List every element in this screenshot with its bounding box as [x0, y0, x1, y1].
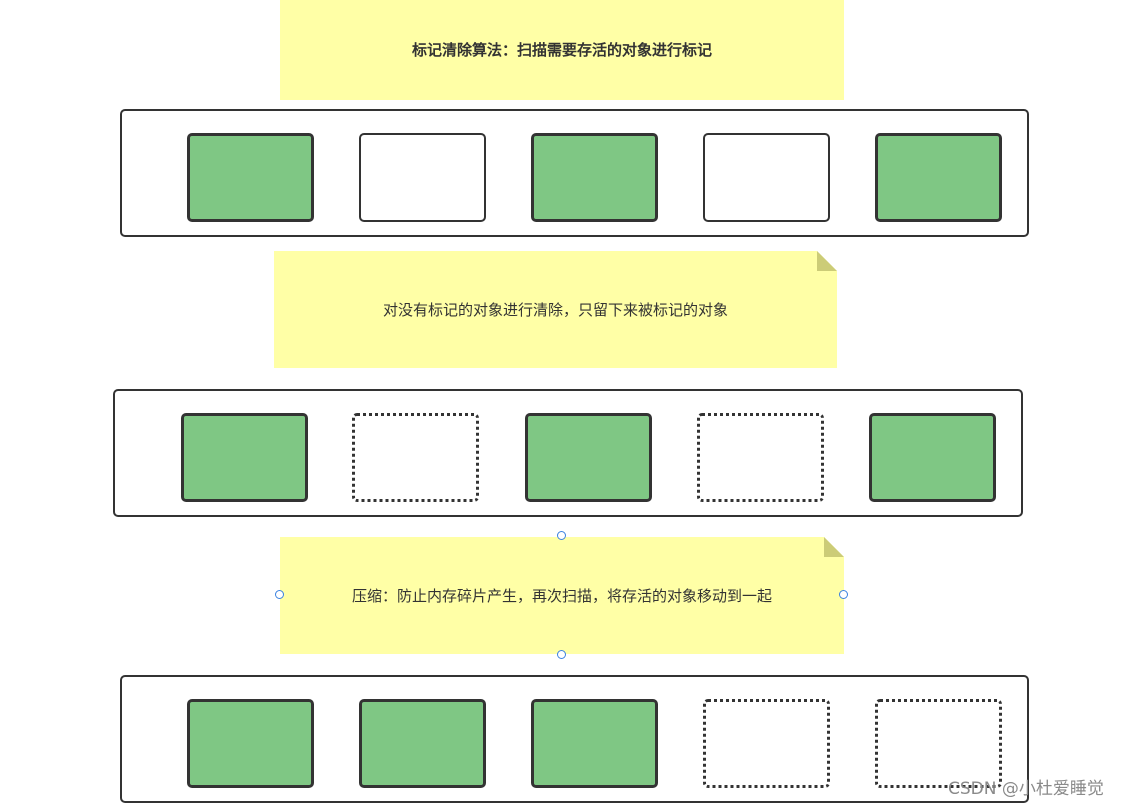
note-fold-corner-icon — [817, 251, 837, 271]
memory-block-live[interactable] — [187, 699, 314, 788]
memory-block-live[interactable] — [187, 133, 314, 222]
memory-row-sweep[interactable] — [113, 389, 1023, 517]
note-text: 标记清除算法：扫描需要存活的对象进行标记 — [411, 40, 712, 59]
memory-block-freed[interactable] — [875, 699, 1002, 788]
memory-block-freed[interactable] — [697, 413, 824, 502]
memory-block-live[interactable] — [869, 413, 996, 502]
memory-block-unmarked[interactable] — [359, 133, 486, 222]
resize-handle-bottom[interactable] — [557, 650, 566, 659]
memory-block-unmarked[interactable] — [703, 133, 830, 222]
note-compact-description[interactable]: 压缩：防止内存碎片产生，再次扫描，将存活的对象移动到一起 — [280, 537, 844, 654]
note-text: 对没有标记的对象进行清除，只留下来被标记的对象 — [382, 301, 728, 319]
memory-row-mark[interactable] — [120, 109, 1029, 237]
memory-block-freed[interactable] — [352, 413, 479, 502]
memory-block-live[interactable] — [359, 699, 486, 788]
memory-block-live[interactable] — [525, 413, 652, 502]
memory-block-live[interactable] — [181, 413, 308, 502]
memory-block-live[interactable] — [531, 133, 658, 222]
memory-block-live[interactable] — [875, 133, 1002, 222]
note-mark-description[interactable]: 标记清除算法：扫描需要存活的对象进行标记 — [280, 0, 844, 100]
memory-block-live[interactable] — [531, 699, 658, 788]
note-text: 压缩：防止内存碎片产生，再次扫描，将存活的对象移动到一起 — [351, 587, 772, 605]
watermark: CSDN @小杜爱睡觉 — [948, 779, 1104, 799]
memory-block-freed[interactable] — [703, 699, 830, 788]
memory-row-compact[interactable] — [120, 675, 1029, 803]
resize-handle-right[interactable] — [839, 590, 848, 599]
resize-handle-left[interactable] — [275, 590, 284, 599]
resize-handle-top[interactable] — [557, 531, 566, 540]
note-sweep-description[interactable]: 对没有标记的对象进行清除，只留下来被标记的对象 — [274, 251, 837, 368]
note-fold-corner-icon — [824, 537, 844, 557]
